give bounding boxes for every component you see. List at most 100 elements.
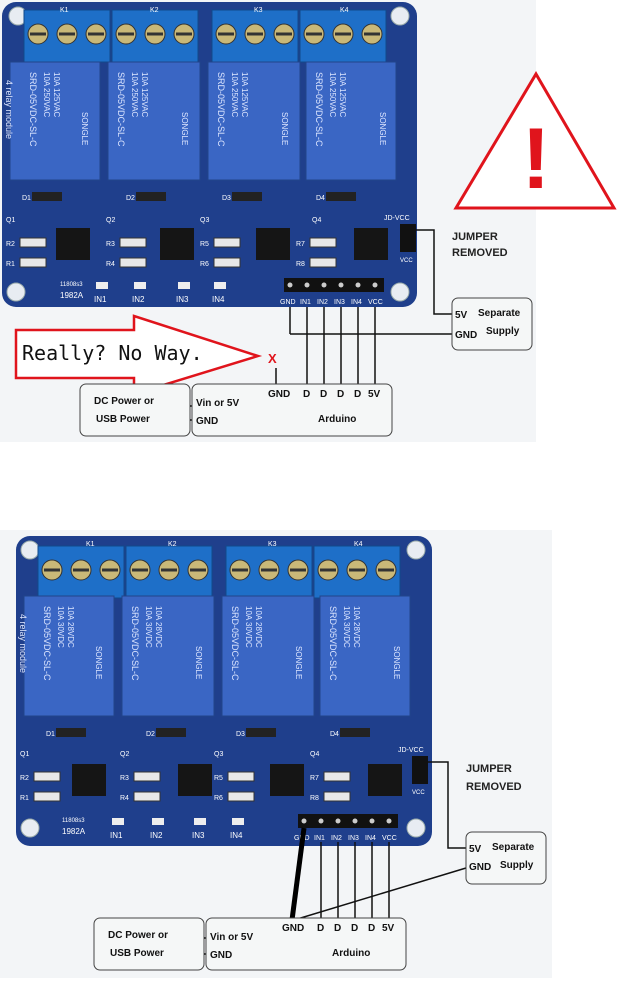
mount-hole (406, 818, 426, 838)
arrow-text: Really? No Way. (22, 341, 203, 365)
resistor (19, 237, 47, 248)
relay-rating-text: 10A 125VAC (338, 72, 347, 117)
resistor (309, 257, 337, 268)
resistor-label: R5 (200, 241, 209, 248)
separate-supply-box: 5V GND Separate Supply (465, 831, 547, 885)
resistor-label: R4 (120, 795, 129, 802)
resistor-label: R8 (296, 261, 305, 268)
header-pin-label: IN4 (351, 299, 362, 306)
diagram-bottom-svg: K1 K2 K3 K4 SRD-05VDC-SL-C 10A 30VDC 10A… (0, 530, 552, 978)
led (214, 282, 226, 289)
header-pin-label: IN1 (300, 299, 311, 306)
relay-model-text: SRD-05VDC-SL-C (130, 606, 140, 681)
supply-name: Supply (500, 860, 534, 871)
arduino-gnd-label: GND (210, 950, 232, 961)
terminal-block-k2 (111, 9, 199, 63)
transistor-label: Q1 (20, 751, 29, 758)
resistor (19, 257, 47, 268)
relay-rating-text: 10A 125VAC (140, 72, 149, 117)
header-pin-label: GND (280, 299, 296, 306)
wiring-diagram-top: K1 K2 K3 K4 SRD-05VDC-SL-C 10A 250VAC 10… (0, 0, 638, 445)
header-pin-label: IN3 (334, 299, 345, 306)
wire-gnd-common (293, 867, 467, 921)
header-pin-label: IN3 (348, 835, 359, 842)
resistor-label: R2 (6, 241, 15, 248)
resistor (33, 791, 61, 802)
arduino-pin-label: GND (268, 389, 290, 400)
resistor (133, 771, 161, 782)
module-side-text: 4 relay module (4, 80, 14, 139)
arduino-pin-label: D (334, 923, 341, 934)
resistor-label: R7 (310, 775, 319, 782)
led-label: IN3 (176, 295, 189, 304)
resistor (213, 237, 241, 248)
relay-label-k2: K2 (150, 7, 159, 14)
resistor-label: R6 (200, 261, 209, 268)
terminal-block-k4 (313, 545, 401, 599)
diode (326, 192, 356, 201)
resistor-label: R4 (106, 261, 115, 268)
relay-rating-text: 10A 30VDC (56, 606, 65, 648)
relay-model-text: SRD-05VDC-SL-C (230, 606, 240, 681)
arduino-pin-label: GND (282, 923, 304, 934)
arduino-box: Vin or 5V GND GND D D D D 5V Arduino (191, 383, 393, 437)
arduino-vin-label: Vin or 5V (196, 398, 239, 409)
relay-rating-text: 10A 250VAC (328, 72, 337, 117)
relay-rating-text: 10A 28VDC (352, 606, 361, 648)
relay-rating-text: 10A 125VAC (52, 72, 61, 117)
header-pin-label: VCC (368, 299, 383, 306)
diode (156, 728, 186, 737)
led (134, 282, 146, 289)
relay-board: K1 K2 K3 K4 SRD-05VDC-SL-C 10A 30VDC 10A… (16, 536, 432, 846)
led (178, 282, 190, 289)
led (112, 818, 124, 825)
jumper-removed-label: JUMPER (452, 231, 498, 243)
diode-label: D3 (222, 195, 231, 202)
diode-label: D2 (126, 195, 135, 202)
relay-1: SRD-05VDC-SL-C 10A 250VAC 10A 125VAC SON… (9, 61, 101, 181)
diode (340, 728, 370, 737)
resistor (119, 257, 147, 268)
jumper-label: JD-VCC (398, 747, 424, 754)
relay-brand-text: SONGLE (280, 112, 289, 145)
dc-power-label: USB Power (110, 948, 164, 959)
optocoupler (256, 228, 290, 260)
relay-label-k4: K4 (354, 541, 363, 548)
terminal-block-k3 (225, 545, 313, 599)
transistor-label: Q4 (312, 217, 321, 224)
relay-rating-text: 10A 30VDC (244, 606, 253, 648)
resistor-label: R3 (120, 775, 129, 782)
relay-rating-text: 10A 250VAC (42, 72, 51, 117)
led-label: IN4 (212, 295, 225, 304)
wire-jdvcc (428, 761, 466, 849)
jumper-header (412, 756, 428, 784)
resistor-label: R1 (20, 795, 29, 802)
relay-label-k1: K1 (60, 7, 69, 14)
relay-label-k3: K3 (268, 541, 277, 548)
relay-rating-text: 10A 30VDC (144, 606, 153, 648)
resistor-label: R3 (106, 241, 115, 248)
resistor (119, 237, 147, 248)
resistor (323, 771, 351, 782)
supply-gnd-label: GND (455, 330, 477, 341)
supply-gnd-label: GND (469, 862, 491, 873)
jumper-header (400, 224, 416, 252)
optocoupler (178, 764, 212, 796)
relay-rating-text: 10A 30VDC (342, 606, 351, 648)
resistor (227, 771, 255, 782)
header-pin-label: IN4 (365, 835, 376, 842)
relay-rating-text: 10A 250VAC (130, 72, 139, 117)
led-label: IN3 (192, 831, 205, 840)
x-mark: X (268, 351, 277, 366)
wire-gnd-bold (289, 827, 307, 921)
arduino-pin-label: 5V (382, 923, 395, 934)
led (152, 818, 164, 825)
warning-mark: ! (522, 111, 551, 207)
resistor (33, 771, 61, 782)
led-label: IN2 (150, 831, 163, 840)
diode-label: D3 (236, 731, 245, 738)
relay-model-text: SRD-05VDC-SL-C (42, 606, 52, 681)
mount-hole (390, 6, 410, 26)
diode (246, 728, 276, 737)
diode-label: D4 (316, 195, 325, 202)
